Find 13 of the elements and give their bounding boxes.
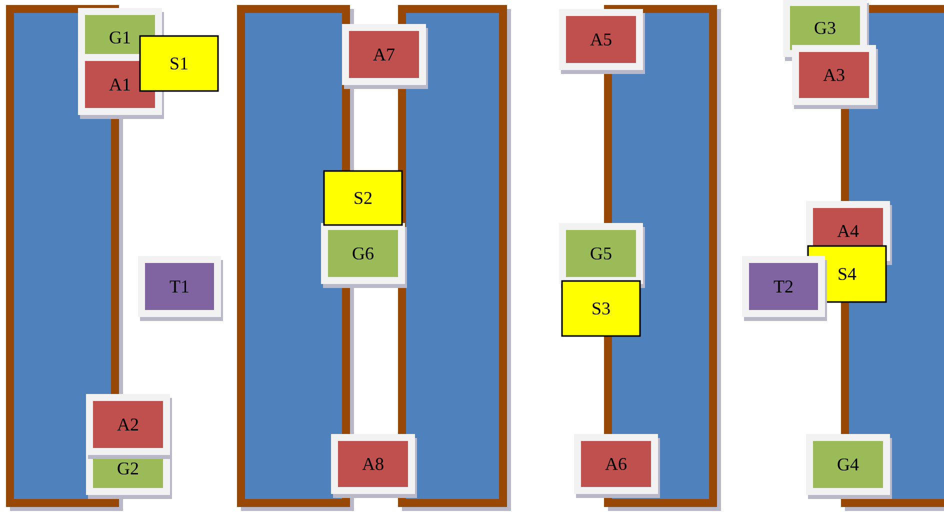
label-box: G4 (806, 434, 892, 499)
label-box: A2 (86, 394, 172, 459)
note-box: S2 (323, 170, 403, 226)
label-box: A6 (574, 434, 660, 498)
label-box: A8 (331, 434, 417, 498)
note-box: S3 (561, 280, 641, 337)
label-box: T1 (138, 256, 223, 321)
label-box: T2 (742, 256, 827, 321)
label-box: A7 (342, 24, 428, 89)
label-box: A5 (559, 9, 645, 74)
label-box: A3 (792, 45, 878, 109)
note-box: S1 (139, 35, 219, 92)
label-box: G6 (321, 223, 407, 288)
